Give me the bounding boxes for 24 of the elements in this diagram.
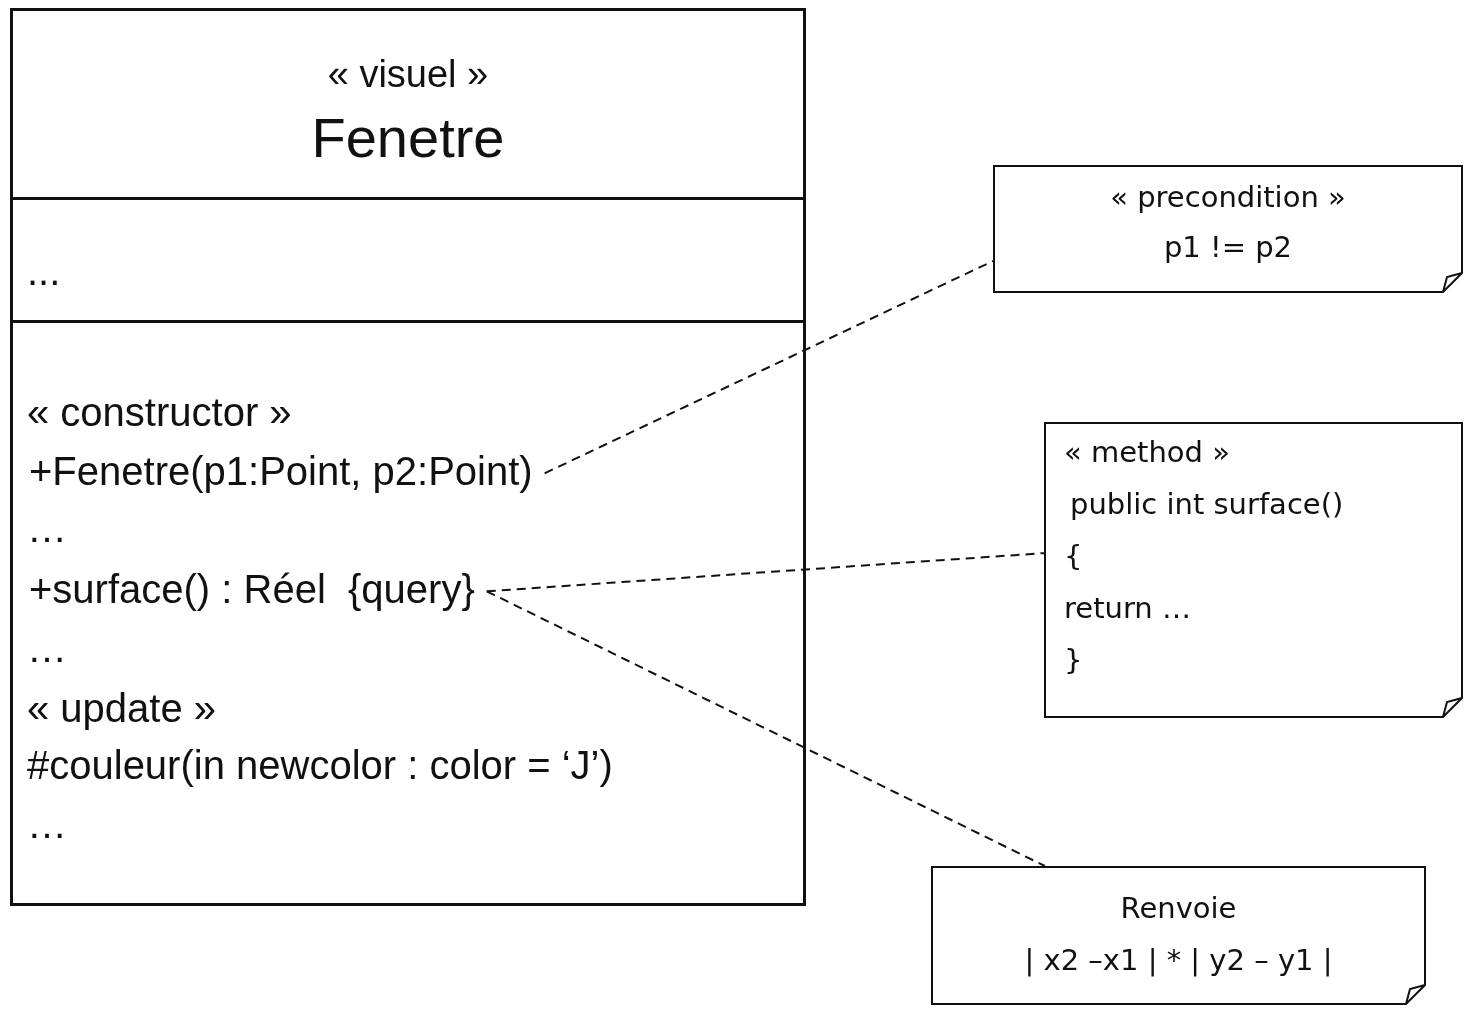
note-text: | x2 –x1 | * | y2 – y1 | xyxy=(1023,944,1334,978)
stereotype-label: « update » xyxy=(27,685,217,731)
note-text: { xyxy=(1064,540,1083,574)
operation-text: #couleur(in newcolor : color = ‘J’) xyxy=(27,742,613,788)
class-name: Fenetre xyxy=(310,106,506,171)
attribute-text: ... xyxy=(27,248,61,294)
operation-text: … xyxy=(27,625,67,671)
stereotype-label: « method » xyxy=(1064,436,1230,470)
stereotype-label: « precondition » xyxy=(1109,181,1347,215)
stereotype-label: « visuel » xyxy=(326,53,490,97)
note-text: public int surface() xyxy=(1070,488,1344,522)
operation-text: … xyxy=(27,801,67,847)
leader-line xyxy=(485,552,1045,593)
operation-text: +Fenetre(p1:Point, p2:Point) xyxy=(29,448,533,494)
note-text: Renvoie xyxy=(1119,892,1238,926)
note-text: } xyxy=(1064,644,1083,678)
operation-text: … xyxy=(27,505,67,551)
operation-text: +surface() : Réel {query} xyxy=(29,566,475,612)
note-text: return … xyxy=(1064,592,1191,626)
leader-line xyxy=(543,260,994,475)
stereotype-label: « constructor » xyxy=(27,389,292,435)
note-text: p1 != p2 xyxy=(1162,231,1294,265)
class-box xyxy=(10,8,806,906)
leader-line xyxy=(485,590,1046,867)
